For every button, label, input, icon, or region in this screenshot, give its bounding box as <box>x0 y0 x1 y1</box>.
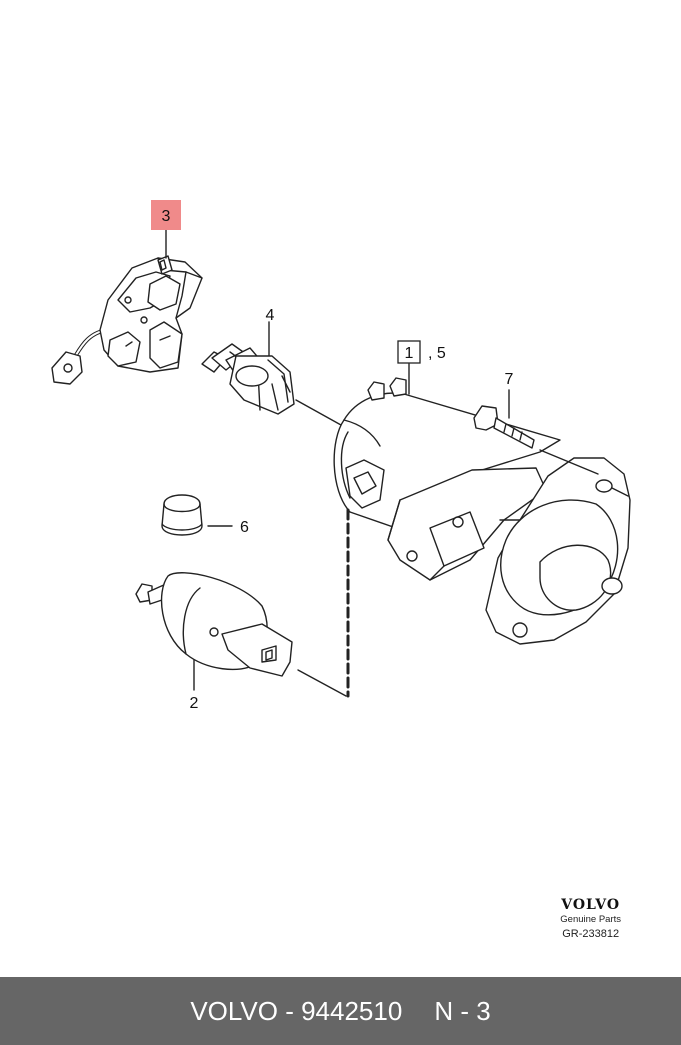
footer-position: N - 3 <box>434 995 491 1026</box>
exploded-parts-diagram: 3 4 1 , 5 7 6 2 <box>51 200 631 712</box>
callout-pinion: 4 <box>266 307 275 324</box>
solenoid-part <box>135 572 347 697</box>
footer-bar: VOLVO - 9442510 N - 3 <box>0 977 681 1045</box>
callout-solenoid: 2 <box>190 695 199 712</box>
callout-starter-suffix: , 5 <box>428 345 446 362</box>
callout-cap: 6 <box>240 519 249 536</box>
diagram-code: GR-233812 <box>562 928 620 940</box>
brand-block: VOLVO Genuine Parts GR-233812 <box>560 897 621 942</box>
brand-subtitle: Genuine Parts <box>560 914 621 925</box>
callout-starter: 1 <box>405 345 414 362</box>
cap-part <box>161 494 233 536</box>
brush-holder-part <box>51 229 203 385</box>
callout-1-box <box>397 340 421 364</box>
starter-motor-part <box>333 363 631 645</box>
callout-brush-holder: 3 <box>162 208 171 225</box>
volvo-logo: VOLVO <box>561 897 621 913</box>
footer-part-number: VOLVO - 9442510 <box>190 995 403 1026</box>
callout-bolt: 7 <box>505 371 514 388</box>
pinion-gear-part <box>201 321 351 431</box>
callout-3-highlight <box>151 200 181 230</box>
through-bolt-part <box>473 389 629 497</box>
